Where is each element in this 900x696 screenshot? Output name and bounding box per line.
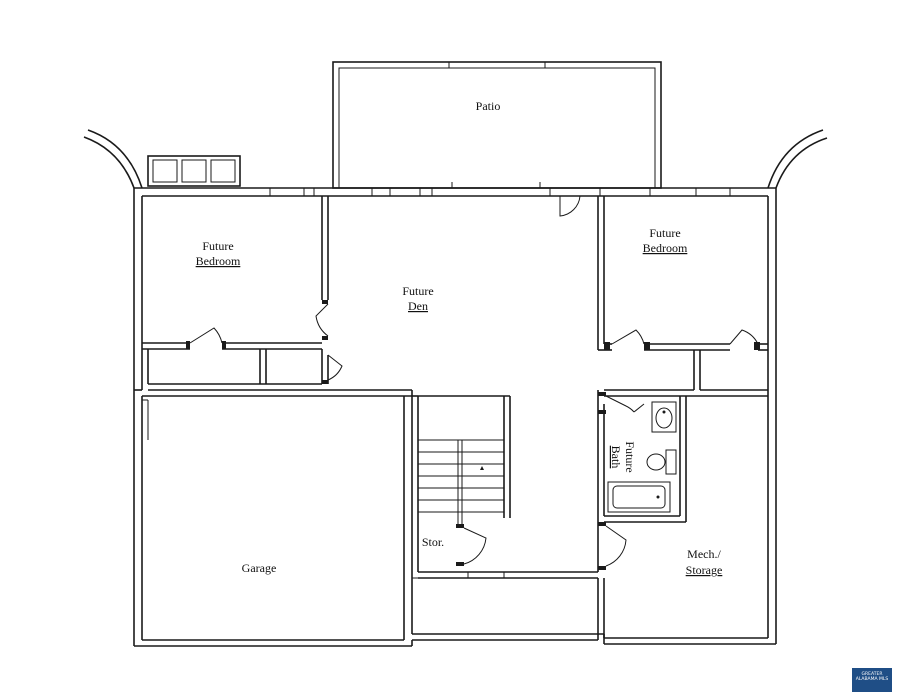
window-wells — [147, 155, 241, 187]
label-bedroom-right-1: Future — [649, 226, 680, 240]
stairs — [412, 395, 598, 579]
label-mech-2: Storage — [686, 563, 723, 577]
label-garage: Garage — [242, 561, 277, 575]
label-bath-2: Bath — [609, 446, 623, 469]
label-bedroom-right-2: Bedroom — [643, 241, 688, 255]
patio-door — [559, 195, 581, 217]
label-bedroom-left-2: Bedroom — [196, 254, 241, 268]
retaining-wall-left — [83, 129, 143, 189]
label-patio: Patio — [476, 99, 501, 113]
label-bedroom-left-1: Future — [202, 239, 233, 253]
right-walls — [597, 196, 768, 572]
windows-top — [269, 182, 731, 197]
retaining-wall-right — [767, 129, 828, 189]
exterior-walls — [133, 187, 777, 647]
label-den-2: Den — [408, 299, 428, 313]
bedroom-left-walls — [142, 196, 412, 391]
label-den-1: Future — [402, 284, 433, 298]
label-bath-1: Future — [623, 441, 637, 472]
patio — [332, 61, 662, 189]
garage-walls — [134, 389, 413, 641]
mls-watermark-logo: GREATER ALABAMA MLS — [852, 668, 892, 692]
label-stor: Stor. — [422, 535, 444, 549]
label-mech-1: Mech./ — [687, 547, 721, 561]
